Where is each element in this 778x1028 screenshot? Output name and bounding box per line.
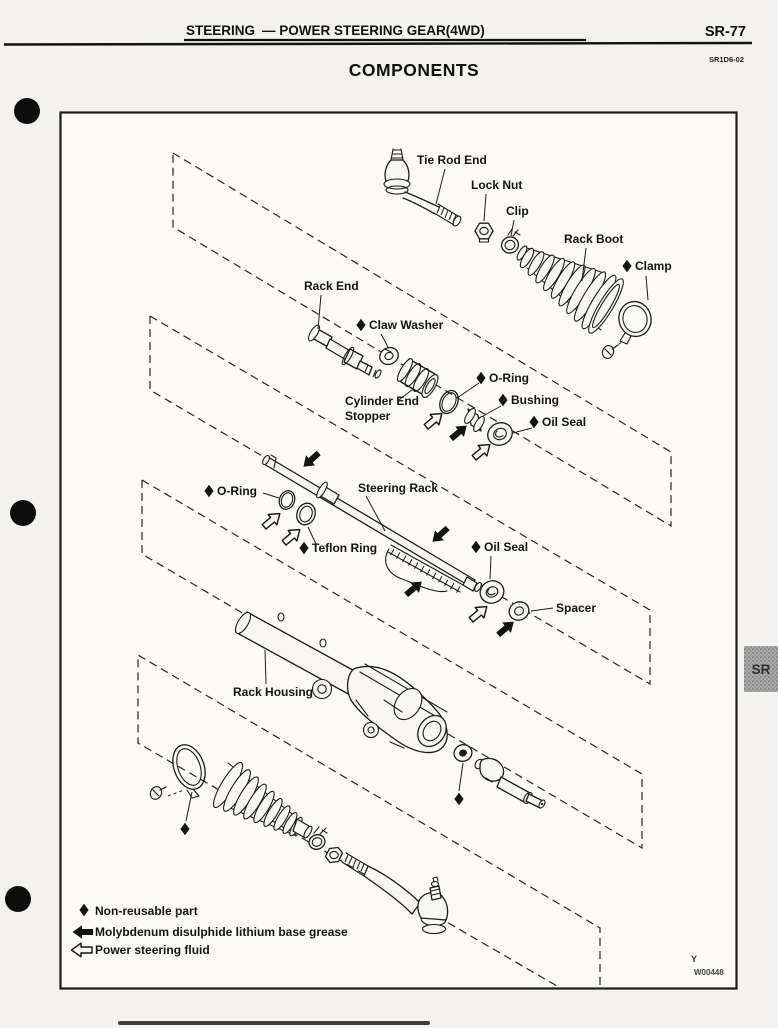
teflon-ring-label: Teflon Ring	[312, 541, 377, 555]
page-header: STEERING— POWER STEERING GEAR(4WD) SR-77…	[3, 23, 753, 80]
rack-boot-part	[516, 245, 624, 334]
legend: Non-reusable part Molybdenum disulphide …	[70, 903, 348, 958]
lower-rack-boot-part	[212, 761, 313, 839]
band-row1	[172, 151, 672, 528]
diamond-leader-right	[458, 762, 464, 792]
binder-hole-middle	[10, 500, 36, 526]
binder-hole-bottom	[5, 886, 31, 912]
claw-washer-part	[379, 346, 399, 366]
clip-label: Clip	[506, 204, 529, 218]
oil-seal-upper-label: Oil Seal	[542, 415, 586, 429]
o-ring-upper-part	[439, 389, 459, 415]
cylinder-end-stopper-part	[396, 358, 439, 398]
rack-end-part	[307, 324, 382, 379]
steering-rack-part	[262, 454, 482, 593]
clamp-part	[601, 300, 652, 359]
tab-background	[744, 646, 778, 692]
page-title: COMPONENTS	[349, 60, 479, 80]
diamond-leader-left	[185, 791, 193, 822]
inner-tie-rod-part	[474, 757, 546, 809]
part-labels: Tie Rod End Lock Nut Clip Rack Boot Clam…	[204, 153, 672, 699]
legend-grease: Molybdenum disulphide lithium base greas…	[95, 925, 348, 939]
tie-rod-end-part	[383, 148, 462, 227]
band-row3	[141, 478, 643, 850]
lock-nut-part	[474, 222, 494, 243]
page-number: SR-77	[705, 24, 746, 40]
cylinder-end-stopper-label: Cylinder End Stopper	[345, 394, 422, 423]
o-ring-upper-label: O-Ring	[489, 371, 529, 385]
header-section: STEERING— POWER STEERING GEAR(4WD)	[186, 23, 485, 38]
binder-hole-top	[14, 98, 40, 124]
lower-clip-part	[308, 826, 328, 850]
header-rule	[3, 41, 753, 46]
figure-border	[59, 111, 738, 990]
oil-seal-lower-part	[479, 580, 505, 604]
oil-seal-lower-label: Oil Seal	[484, 540, 528, 554]
legend-fluid: Power steering fluid	[95, 943, 210, 957]
oil-seal-upper-part	[487, 422, 513, 446]
teflon-ring-part	[296, 502, 316, 526]
rack-housing-part	[234, 611, 448, 754]
rack-end-label: Rack End	[304, 279, 359, 293]
o-ring-lower-label: O-Ring	[217, 484, 257, 498]
outer-tie-rod-part	[341, 852, 449, 935]
o-ring-lower-part	[278, 490, 296, 510]
bushing-part	[464, 407, 485, 433]
legend-non-reusable: Non-reusable part	[95, 904, 198, 918]
spacer-label: Spacer	[556, 601, 596, 615]
clamp-label: Clamp	[635, 259, 672, 273]
washer-part	[453, 744, 473, 762]
rack-housing-label: Rack Housing	[233, 685, 313, 699]
rack-boot-label: Rack Boot	[564, 232, 623, 246]
spacer-part	[508, 601, 530, 621]
band-row2	[149, 314, 651, 686]
plate-ref-y: Y	[691, 954, 697, 964]
figure-code: SR1D6-02	[709, 55, 744, 64]
lower-lock-nut-part	[324, 846, 344, 864]
claw-washer-label: Claw Washer	[369, 318, 444, 332]
tie-rod-end-label: Tie Rod End	[417, 153, 487, 167]
scan-artifact	[118, 1021, 430, 1025]
tab-label: SR	[752, 662, 771, 677]
lock-nut-label: Lock Nut	[471, 178, 522, 192]
exploded-view-bands	[137, 151, 672, 987]
bushing-label: Bushing	[511, 393, 559, 407]
clip-part	[500, 228, 521, 254]
boot-clamp-ring-part	[149, 744, 206, 800]
steering-rack-label: Steering Rack	[358, 481, 438, 495]
plate-ref-code: W00448	[694, 968, 724, 977]
section-thumb-tab: SR	[744, 646, 778, 692]
